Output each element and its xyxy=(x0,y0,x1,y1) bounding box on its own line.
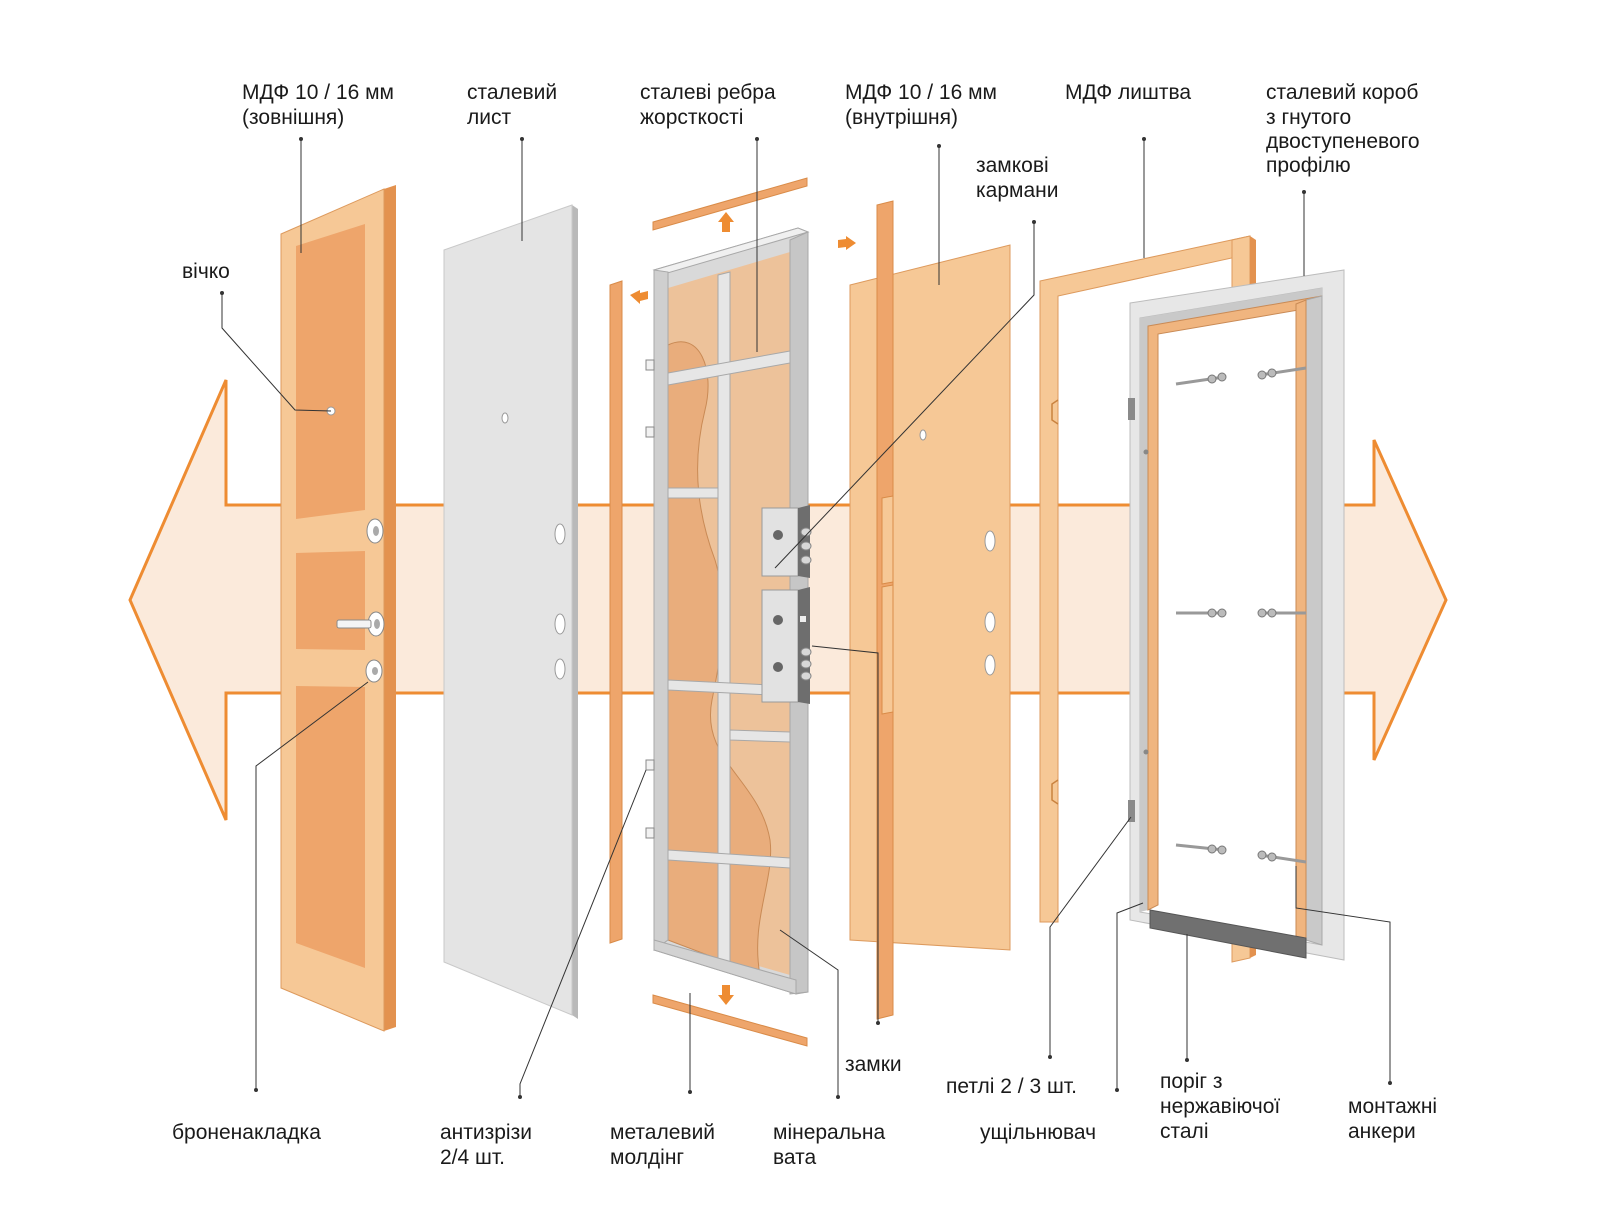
label-threshold: поріг з нержавіючої сталі xyxy=(1160,1070,1286,1143)
label-anti-cut: антизрізи 2/4 шт. xyxy=(440,1121,538,1169)
arrow-right-icon xyxy=(838,236,856,250)
anti-cut-pin-icon xyxy=(645,759,655,771)
leader-dots xyxy=(220,137,1392,1099)
label-armor-plate: броненакладка xyxy=(172,1121,321,1144)
bottom-molding-bar xyxy=(652,985,808,1047)
anti-cut-pin-icon xyxy=(645,426,655,438)
label-steel-box: сталевий короб з гнутого двоступеневого … xyxy=(1266,81,1425,177)
label-mdf-outer: МДФ 10 / 16 мм (зовнішня) xyxy=(242,81,400,129)
hinge-icon xyxy=(1128,398,1135,420)
label-lock-pockets: замкові кармани xyxy=(976,154,1058,202)
arrow-left-icon xyxy=(630,290,648,304)
leader-lines xyxy=(221,139,1391,1097)
side-molding-strip xyxy=(609,280,648,944)
inner-mdf-panel xyxy=(849,200,1011,1020)
steel-box-frame xyxy=(1128,269,1345,961)
label-mdf-inner: МДФ 10 / 16 мм (внутрішня) xyxy=(845,81,1003,129)
label-trim: МДФ лиштва xyxy=(1065,81,1191,104)
anchor-bolt-icon xyxy=(1175,366,1307,864)
label-anchors: монтажні анкери xyxy=(1348,1095,1443,1143)
label-hinges: петлі 2 / 3 шт. xyxy=(946,1075,1077,1098)
lock-body-icon xyxy=(761,587,812,704)
lock-pocket-icon xyxy=(761,505,812,578)
outer-mdf-panel xyxy=(280,185,396,1032)
hinge-icon xyxy=(1128,800,1135,822)
anti-cut-pin-icon xyxy=(645,827,655,839)
armor-plate-icon xyxy=(365,518,385,683)
arrow-down-icon xyxy=(718,985,734,1005)
anti-cut-pin-icon xyxy=(645,359,655,371)
label-wool: мінеральна вата xyxy=(773,1121,891,1169)
label-ribs: сталеві ребра жорсткості xyxy=(640,81,782,129)
top-molding-bar xyxy=(652,177,856,250)
threshold-bar xyxy=(1149,909,1307,959)
label-locks: замки xyxy=(845,1053,902,1076)
steel-frame xyxy=(645,227,812,995)
label-peephole: вічко xyxy=(182,260,230,283)
arrow-up-icon xyxy=(718,212,734,232)
label-seal: ущільнювач xyxy=(980,1121,1096,1144)
label-molding: металевий молдінг xyxy=(610,1121,721,1169)
door-handle-icon xyxy=(336,619,372,629)
label-steel-sheet: сталевий лист xyxy=(467,81,563,129)
steel-sheet xyxy=(443,204,578,1019)
